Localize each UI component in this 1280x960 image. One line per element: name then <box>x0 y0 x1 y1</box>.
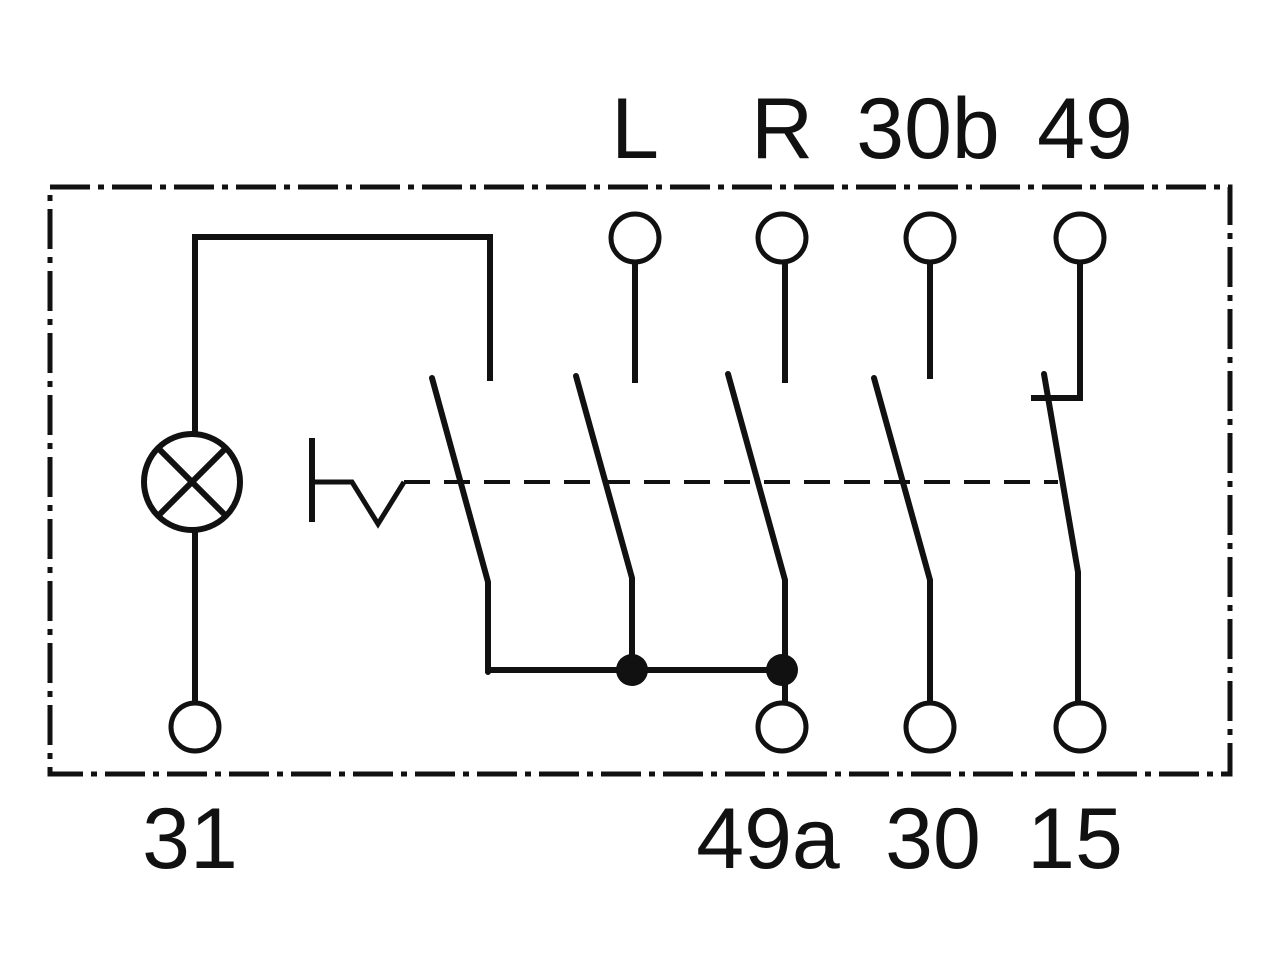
label-terminal-L: L <box>611 81 659 177</box>
terminal-30b <box>903 211 957 265</box>
terminal-30 <box>903 700 957 754</box>
label-terminal-15: 15 <box>1027 791 1123 887</box>
label-terminal-R: R <box>751 81 813 177</box>
label-terminal-30b: 30b <box>856 81 1000 177</box>
indicator-lamp-icon <box>141 431 243 533</box>
terminal-49 <box>1053 211 1107 265</box>
terminal-15 <box>1053 700 1107 754</box>
lamp-top-wire <box>192 234 493 433</box>
label-terminal-30: 30 <box>885 791 981 887</box>
label-terminal-31: 31 <box>142 791 238 887</box>
junction-node <box>616 654 648 686</box>
stub-49 <box>1031 259 1083 401</box>
terminal-L <box>608 211 662 265</box>
terminal-49a <box>755 700 809 754</box>
switch-blade-1 <box>429 375 491 675</box>
switch-blade-5 <box>1041 371 1081 708</box>
switch-blade-2 <box>573 373 635 671</box>
label-terminal-49a: 49a <box>696 791 840 887</box>
actuator-symbol-icon <box>309 438 407 529</box>
junction-node <box>766 654 798 686</box>
terminal-31 <box>168 700 222 754</box>
label-terminal-49: 49 <box>1037 81 1133 177</box>
terminal-R <box>755 211 809 265</box>
housing-frame <box>47 184 1233 777</box>
switch-blade-4 <box>871 375 933 708</box>
